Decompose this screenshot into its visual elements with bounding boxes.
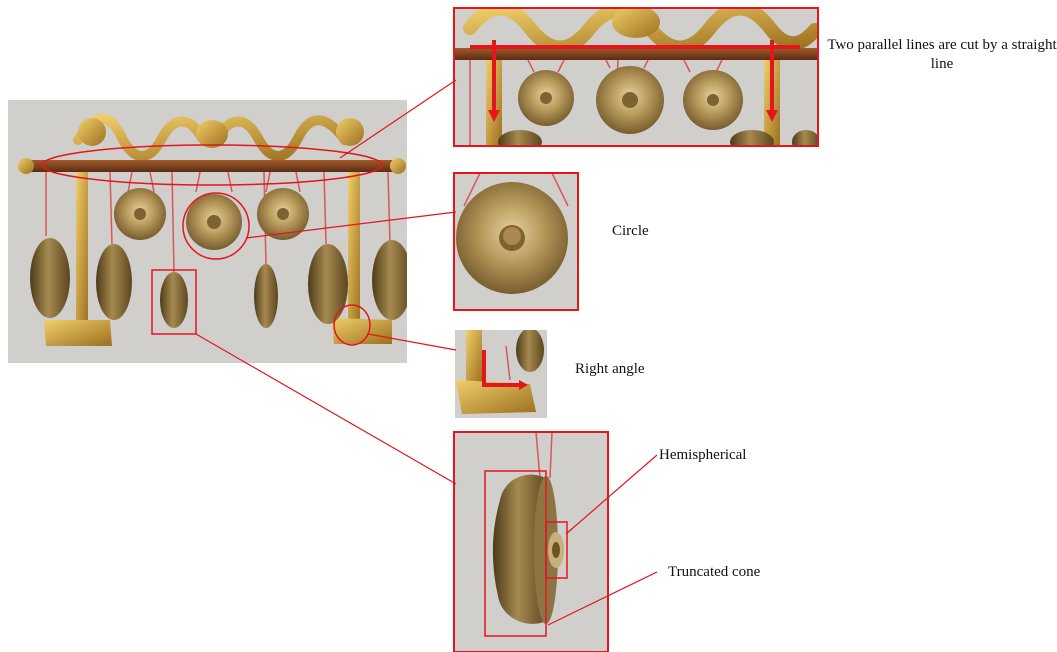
label-right-angle: Right angle bbox=[575, 360, 645, 379]
label-circle: Circle bbox=[612, 222, 649, 241]
gong-side-3 bbox=[160, 272, 188, 328]
gong-side-1 bbox=[30, 238, 70, 318]
foot-left bbox=[44, 320, 112, 346]
gong-side-5 bbox=[308, 244, 348, 324]
right-angle-inset bbox=[455, 328, 547, 418]
post-right bbox=[348, 172, 360, 332]
label-truncated-cone: Truncated cone bbox=[668, 563, 760, 582]
center-ornament bbox=[196, 120, 228, 148]
label-parallel-lines: Two parallel lines are cut by a straight… bbox=[822, 36, 1057, 74]
gong-side-4 bbox=[254, 264, 278, 328]
post-left bbox=[76, 172, 88, 332]
bar-finial-left bbox=[18, 158, 34, 174]
dragon-head-right bbox=[336, 118, 364, 146]
bar-finial-right bbox=[390, 158, 406, 174]
parallel-lines-inset bbox=[454, 6, 820, 154]
main-gong-photo bbox=[8, 100, 412, 363]
gong-side-6 bbox=[372, 240, 412, 320]
circle-inset bbox=[454, 173, 578, 310]
gong-side-inset bbox=[454, 432, 608, 652]
top-bar bbox=[22, 160, 402, 172]
label-hemispherical: Hemispherical bbox=[659, 446, 746, 465]
dragon-head-left bbox=[78, 118, 106, 146]
gong-side-2 bbox=[96, 244, 132, 320]
